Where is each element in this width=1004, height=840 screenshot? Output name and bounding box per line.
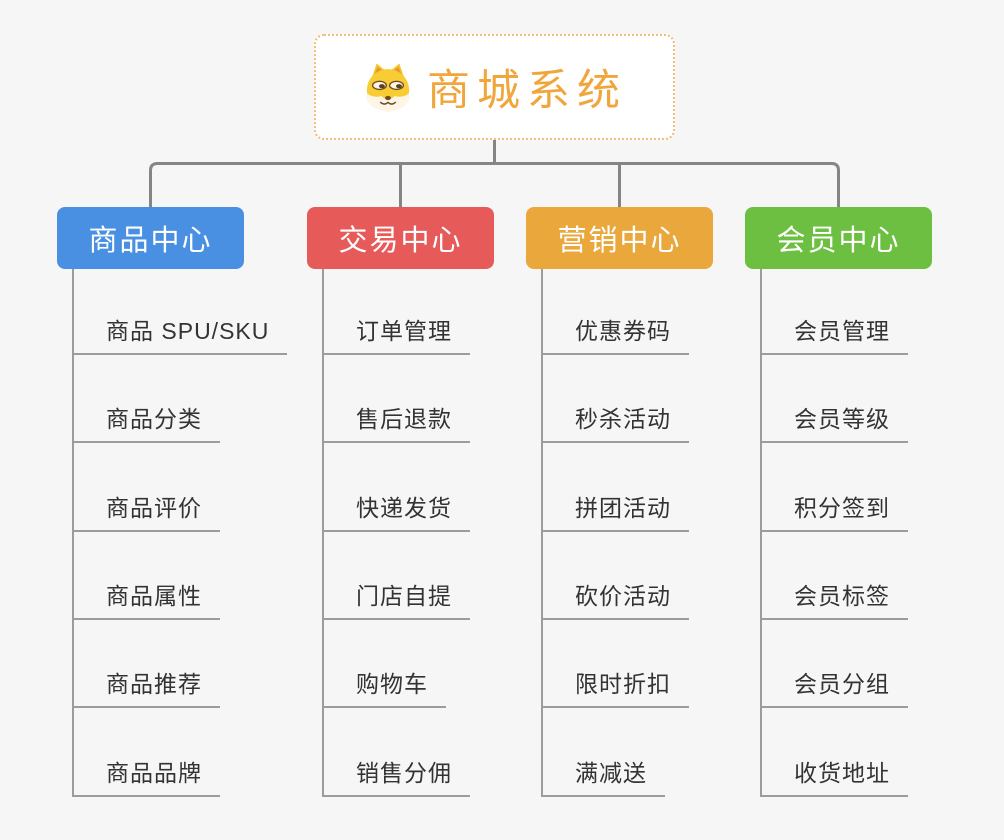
child-node[interactable]: 会员等级	[760, 405, 908, 443]
child-node[interactable]: 售后退款	[322, 405, 470, 443]
child-node[interactable]: 商品属性	[72, 582, 220, 620]
child-node[interactable]: 收货地址	[760, 759, 908, 797]
branch-node-product-center[interactable]: 商品中心	[57, 207, 244, 269]
child-node[interactable]: 销售分佣	[322, 759, 470, 797]
child-node[interactable]: 拼团活动	[541, 494, 689, 532]
child-node[interactable]: 订单管理	[322, 317, 470, 355]
child-node[interactable]: 快递发货	[322, 494, 470, 532]
branch-children-trade-center: 订单管理 售后退款 快递发货 门店自提 购物车 销售分佣	[322, 269, 554, 797]
child-node[interactable]: 商品分类	[72, 405, 220, 443]
child-node[interactable]: 商品 SPU/SKU	[72, 317, 288, 355]
child-node[interactable]: 门店自提	[322, 582, 470, 620]
shiba-dog-icon	[366, 63, 410, 112]
child-node[interactable]: 限时折扣	[541, 670, 689, 708]
child-node[interactable]: 秒杀活动	[541, 405, 689, 443]
branch-node-member-center[interactable]: 会员中心	[745, 207, 932, 269]
child-node[interactable]: 会员分组	[760, 670, 908, 708]
child-node[interactable]: 优惠券码	[541, 317, 689, 355]
child-node[interactable]: 会员管理	[760, 317, 908, 355]
child-node[interactable]: 会员标签	[760, 582, 908, 620]
child-node[interactable]: 商品品牌	[72, 759, 220, 797]
child-node[interactable]: 满减送	[541, 759, 665, 797]
child-node[interactable]: 购物车	[322, 670, 446, 708]
root-node[interactable]: 商城系统	[314, 34, 675, 140]
branch-children-marketing-center: 优惠券码 秒杀活动 拼团活动 砍价活动 限时折扣 满减送	[541, 269, 773, 797]
child-node[interactable]: 商品评价	[72, 494, 220, 532]
child-node[interactable]: 商品推荐	[72, 670, 220, 708]
root-title: 商城系统	[427, 67, 627, 115]
branch-children-product-center: 商品 SPU/SKU 商品分类 商品评价 商品属性 商品推荐 商品品牌	[72, 269, 304, 797]
child-node[interactable]: 积分签到	[760, 494, 908, 532]
branch-children-member-center: 会员管理 会员等级 积分签到 会员标签 会员分组 收货地址	[760, 269, 992, 797]
branch-node-trade-center[interactable]: 交易中心	[307, 207, 494, 269]
span-line	[149, 162, 840, 207]
child-node[interactable]: 砍价活动	[541, 582, 689, 620]
branch-node-marketing-center[interactable]: 营销中心	[526, 207, 713, 269]
